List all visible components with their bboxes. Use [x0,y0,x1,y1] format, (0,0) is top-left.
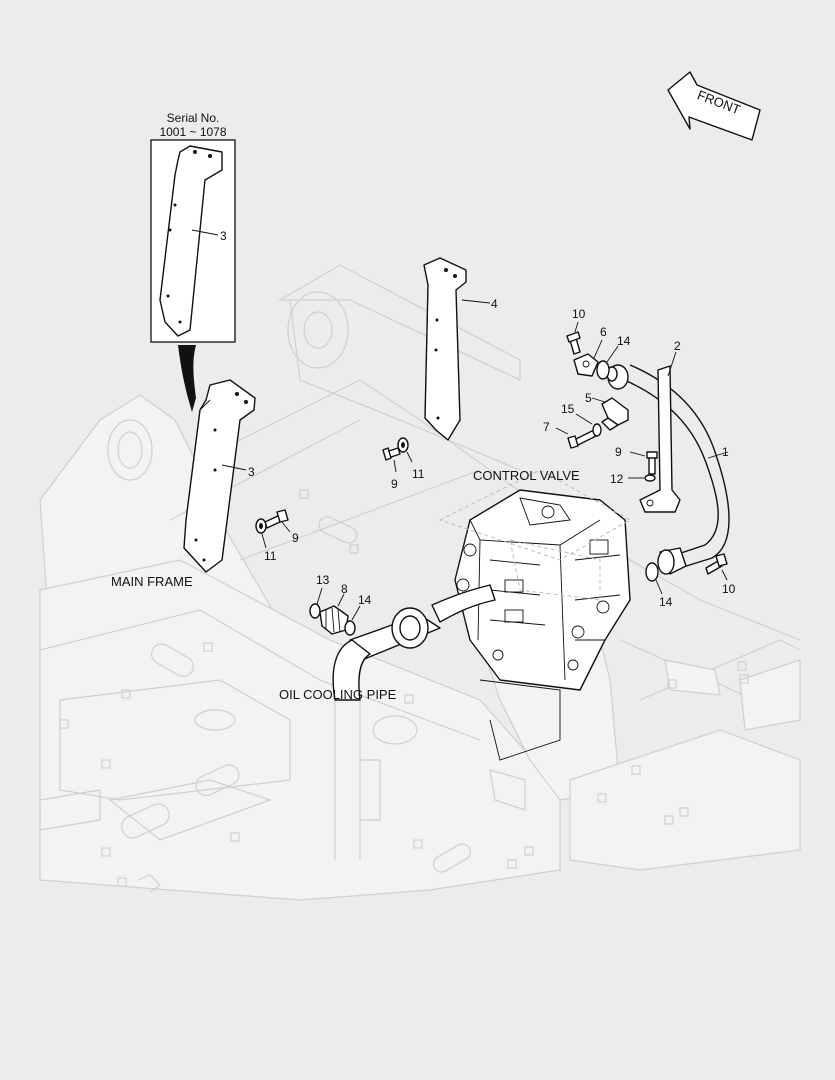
background-frame-structure [39,264,801,901]
bracket-2: 2 9 12 [610,339,681,513]
callout-4: 4 [491,297,498,311]
oil-cooling-pipe-assembly: 1 [332,364,730,701]
callout-9-bracket-2: 9 [615,445,622,459]
callout-7: 8 [341,582,348,596]
callout-8: 7 [543,420,550,434]
inset-bracket-3 [159,145,223,337]
serial-inset: Serial No. 1001 ~ 1078 3 [150,111,236,412]
callout-9-bracket-3: 9 [292,531,299,545]
connector-group: 13 8 14 [309,573,372,636]
clamp-group: 6 10 14 5 7 15 [543,307,631,449]
inset-serial-label: Serial No. [167,111,220,125]
pipe-end-fittings: 10 14 [645,553,736,609]
inset-pointer-arrow [178,345,196,412]
callout-3: 3 [248,465,255,479]
callout-10-top: 10 [572,307,586,321]
callout-11-bracket-2: 12 [610,472,624,486]
callout-9-bracket-4: 9 [391,477,398,491]
callout-5: 5 [585,391,592,405]
callout-11-bracket-4: 11 [412,467,425,481]
callout-15: 15 [561,402,575,416]
callout-2: 2 [674,339,681,353]
fastener-group-bracket-4: 9 11 [382,437,425,491]
callout-3-inset: 3 [220,229,227,243]
callout-14-top: 14 [617,334,631,348]
callout-12: 13 [316,573,330,587]
callout-10-bottom: 10 [722,582,736,596]
callout-13: 14 [358,593,372,607]
front-direction-arrow: FRONT [667,71,761,141]
callout-1: 1 [722,445,729,459]
support-bracket-3: 3 [183,379,256,573]
control-valve [438,469,632,761]
support-bracket-4: 4 [423,257,498,441]
callout-14-bottom: 14 [659,595,673,609]
callout-6: 6 [600,325,607,339]
label-oil-cooling-pipe: OIL COOLING PIPE [279,687,397,702]
fastener-group-bracket-3: 9 11 [255,509,299,563]
callout-11-bracket-3: 11 [264,549,277,563]
label-main-frame: MAIN FRAME [111,574,193,589]
label-control-valve: CONTROL VALVE [473,468,580,483]
inset-serial-range: 1001 ~ 1078 [159,125,226,139]
